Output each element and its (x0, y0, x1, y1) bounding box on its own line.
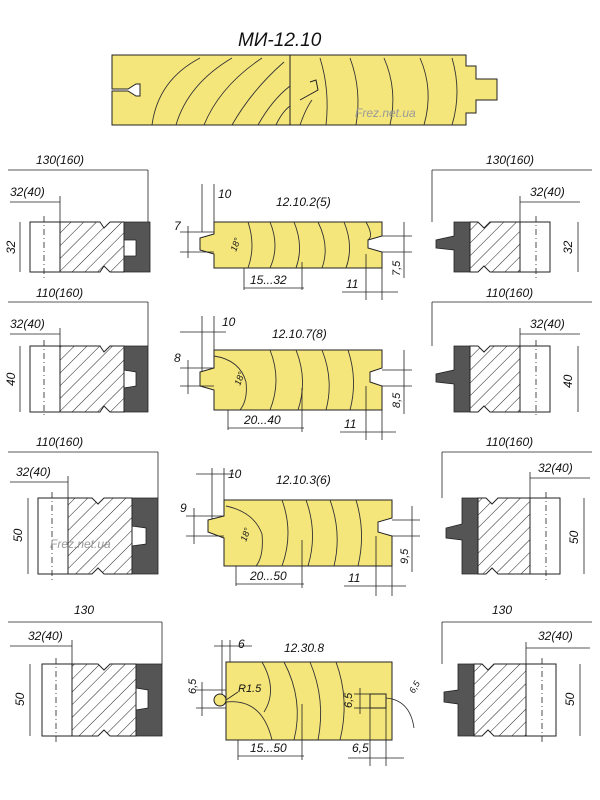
row-3-left-outer-dim: 110(160) (36, 435, 83, 449)
row-3-right-cutter: 110(160) 32(40) 50 (441, 435, 592, 580)
row-3-left-bore-dim: 32(40) (16, 465, 51, 479)
row-4-profile-code: 12.30.8 (284, 641, 324, 655)
row-3-range-dim: 20...50 (249, 569, 287, 583)
row-1-left-bore-dim: 32(40) (10, 185, 45, 199)
row-3-top-offset-dim: 10 (228, 467, 242, 481)
row-4-top-offset-dim: 6 (238, 637, 245, 651)
row-2-left-outer-dim: 110(160) (36, 286, 83, 300)
row-3-right-bore-dim: 32(40) (538, 461, 573, 475)
row-1-right-bore-dim: 32(40) (530, 185, 565, 199)
row-1: 130(160) 32(40) 32 12.10.2(5) 10 (4, 153, 592, 300)
board-watermark: Frez.net.ua (355, 106, 416, 120)
row-2-right-height-dim: 40 (561, 374, 575, 388)
row-1-growth-rings (247, 221, 371, 269)
row-4-tongue-dim: 6,5 (187, 678, 199, 694)
row-4-left-cutter: 130 32(40) 50 (8, 603, 163, 742)
main-board: Frez.net.ua (111, 54, 498, 126)
row-1-left-height-dim: 32 (4, 240, 18, 254)
row-4-groove-depth-dim: 6,5 (407, 678, 422, 695)
row-1-groove-depth-dim: 7,5 (391, 260, 403, 276)
row-2-right-cutter: 110(160) 32(40) 40 (431, 286, 592, 418)
row-3-right-height-dim: 50 (567, 530, 581, 544)
row-1-left-outer-dim: 130(160) (36, 153, 84, 167)
row-4-right-cutter: 130 32(40) 50 (441, 603, 592, 742)
row-1-range-dim: 15...32 (250, 273, 287, 287)
row-2-left-bore-dim: 32(40) (10, 317, 45, 331)
row-3-growth-rings (225, 499, 363, 567)
row-3-center-board: 12.10.3(6) 10 9 18° 20...50 (180, 467, 420, 596)
row-3-groove-dim: 11 (348, 571, 360, 585)
row-4-right-outer-dim: 130 (492, 603, 512, 617)
row-4-right-height-dim: 50 (563, 692, 577, 706)
row-1-groove-dim: 11 (346, 277, 358, 291)
row-4-left-height-dim: 50 (13, 692, 27, 706)
row-3-left-height-dim: 50 (11, 528, 25, 542)
row-1-profile-code: 12.10.2(5) (276, 195, 331, 209)
row-2-left-cutter: 110(160) 32(40) 40 (4, 286, 149, 418)
row-4-radius-label: R1.5 (238, 683, 262, 695)
row-2-groove-depth-dim: 8,5 (391, 392, 403, 408)
row-2-tongue-dim: 8 (174, 351, 181, 365)
row-4-groove-mark: 6,5 (343, 692, 355, 708)
row-4-right-bore-dim: 32(40) (538, 629, 573, 643)
row-4-left-bore-dim: 32(40) (28, 629, 63, 643)
row-3-left-cutter: 110(160) 32(40) 50 Frez.net.ua (8, 435, 159, 580)
row-2: 110(160) 32(40) 40 12.10.7(8) 10 (4, 286, 592, 440)
row-1-right-height-dim: 32 (561, 240, 575, 254)
row-3-angle: 18° (238, 526, 252, 543)
row-4-groove-dim: 6,5 (352, 741, 369, 755)
row-4-range-dim: 15...50 (250, 741, 287, 755)
row-3-right-outer-dim: 110(160) (486, 435, 533, 449)
main-board-growth-rings (151, 57, 458, 126)
row-4-left-outer-dim: 130 (74, 603, 94, 617)
row-2-range-dim: 20...40 (243, 413, 281, 427)
row-2-top-offset-dim: 10 (222, 315, 236, 329)
row-4-center-board: 12.30.8 6 6,5 R1.5 6,5 (187, 637, 422, 766)
row-2-angle: 18° (232, 370, 246, 387)
row-2-profile-code: 12.10.7(8) (272, 327, 327, 341)
row-1-tongue-dim: 7 (174, 219, 182, 233)
row-1-right-outer-dim: 130(160) (486, 153, 534, 167)
row-1-top-offset-dim: 10 (218, 187, 232, 201)
row-4-growth-rings (225, 661, 345, 741)
row-2-growth-rings (213, 349, 354, 411)
drawing-title: МИ-12.10 (238, 30, 322, 51)
row-1-left-cutter: 130(160) 32(40) 32 (4, 153, 151, 278)
row-2-right-bore-dim: 32(40) (530, 317, 565, 331)
row-3-profile-code: 12.10.3(6) (276, 473, 331, 487)
row-3-watermark: Frez.net.ua (50, 537, 111, 551)
row-3: 110(160) 32(40) 50 Frez.net.ua 12.10.3(6… (8, 435, 592, 596)
row-2-left-height-dim: 40 (4, 372, 18, 386)
row-3-tongue-dim: 9 (180, 501, 187, 515)
row-1-center-board: 12.10.2(5) 10 7 18° 15...32 (174, 184, 412, 300)
row-2-groove-dim: 11 (344, 417, 356, 431)
row-1-right-cutter: 130(160) 32(40) 32 (431, 153, 592, 278)
row-1-angle: 18° (228, 236, 242, 253)
row-2-center-board: 12.10.7(8) 10 8 18° 20...40 (174, 315, 412, 440)
row-4: 130 32(40) 50 12.30.8 6 (8, 603, 592, 766)
row-2-right-outer-dim: 110(160) (486, 286, 533, 300)
row-3-groove-depth-dim: 9,5 (399, 548, 411, 564)
